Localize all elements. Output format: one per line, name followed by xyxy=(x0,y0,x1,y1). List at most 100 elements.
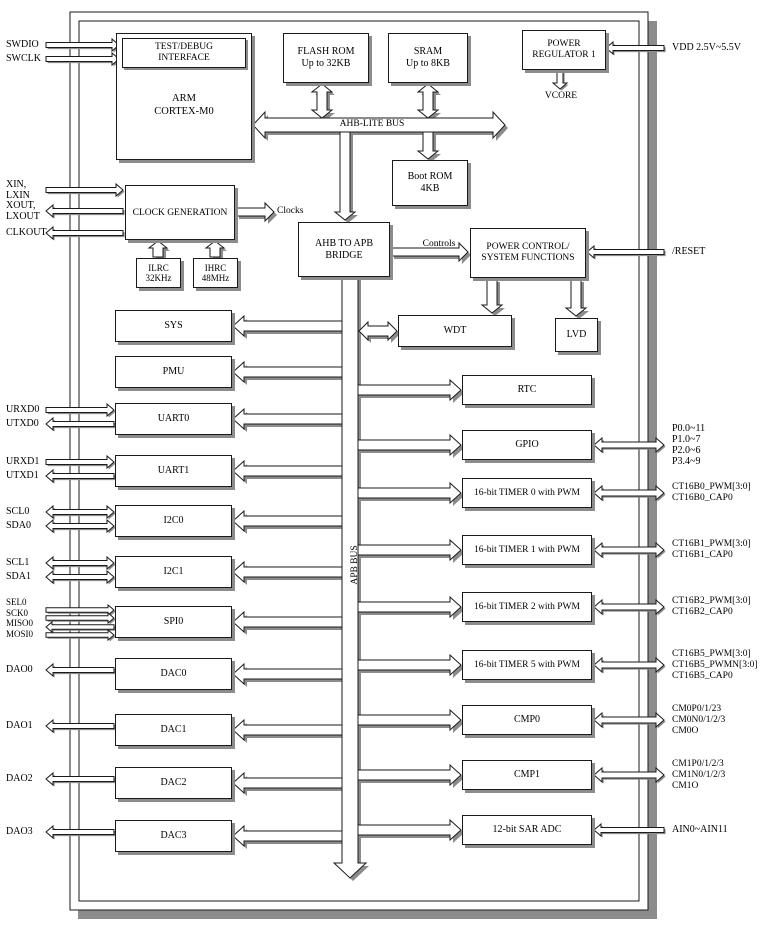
powerctrl-lvd-link xyxy=(564,278,588,317)
block-timer0: 16-bit TIMER 0 with PWM xyxy=(462,478,592,508)
mosi0-pin-arrow xyxy=(45,628,115,642)
apb-dac0-link xyxy=(232,662,350,686)
timer5-pins-arrow xyxy=(593,656,665,674)
block-arm-label: ARM CORTEX-M0 xyxy=(154,93,214,117)
block-boot-rom: Boot ROM 4KB xyxy=(392,160,468,206)
block-timer2: 16-bit TIMER 2 with PWM xyxy=(462,592,592,622)
block-sys: SYS xyxy=(115,310,232,342)
dao1-pin-arrow xyxy=(45,718,115,734)
ihrc-clock-link xyxy=(204,240,226,258)
pin-label-spi0: SEL0 SCK0 MISO0 MOSI0 xyxy=(6,597,34,639)
block-timer1: 16-bit TIMER 1 with PWM xyxy=(462,535,592,565)
apb-bus xyxy=(332,276,368,879)
block-dac2: DAC2 xyxy=(115,767,232,799)
ilrc-clock-link xyxy=(147,240,169,258)
pin-label-ct16b5: CT16B5_PWM[3:0] CT16B5_PWMN[3:0] CT16B5_… xyxy=(672,649,758,681)
apb-gpio-link xyxy=(350,433,462,457)
pin-label-clkout: CLKOUT xyxy=(6,227,47,238)
block-spi0: SPI0 xyxy=(115,606,232,638)
ahb-lite-bus xyxy=(252,110,506,140)
block-ihrc: IHRC 48MHz xyxy=(193,258,238,288)
swclk-pin-arrow xyxy=(45,51,120,67)
sda1-pin-arrow xyxy=(45,569,115,585)
apb-rtc-link xyxy=(350,378,462,402)
pin-label-swdio: SWDIO xyxy=(6,39,39,50)
timer1-pins-arrow xyxy=(593,541,665,559)
pin-label-ct16b2: CT16B2_PWM[3:0] CT16B2_CAP0 xyxy=(672,596,751,617)
pin-label-i2c1: SCL1 SDA1 xyxy=(6,557,32,582)
pin-label-ct16b0: CT16B0_PWM[3:0] CT16B0_CAP0 xyxy=(672,482,751,503)
block-ilrc: ILRC 32KHz xyxy=(136,258,181,288)
cmp0-pins-arrow xyxy=(593,711,665,729)
block-test-debug-interface: TEST/DEBUG INTERFACE xyxy=(122,38,246,68)
block-wdt: WDT xyxy=(398,315,512,347)
pin-label-uart1: URXD1 UTXD1 xyxy=(6,456,40,481)
block-cmp0: CMP0 xyxy=(462,705,592,735)
timer2-pins-arrow xyxy=(593,598,665,616)
block-gpio: GPIO xyxy=(462,430,592,460)
powerctrl-wdt-link xyxy=(480,278,504,314)
clocks-arrow xyxy=(235,201,275,223)
apb-cmp1-link xyxy=(350,763,462,787)
vcore-arrow xyxy=(551,69,569,90)
sck0-pin-arrow xyxy=(45,611,115,625)
miso0-pin-arrow xyxy=(45,620,115,634)
apb-cmp0-link xyxy=(350,708,462,732)
controls-arrow xyxy=(390,241,469,263)
block-uart0: UART0 xyxy=(115,403,232,435)
apb-dac3-link xyxy=(232,824,350,848)
utxd0-pin-arrow xyxy=(45,416,115,432)
ahb-bootrom-link xyxy=(416,131,440,160)
apb-sys-link xyxy=(232,314,350,338)
apb-timer0-link xyxy=(350,481,462,505)
sda0-pin-arrow xyxy=(45,518,115,534)
adc-pins-arrow xyxy=(593,822,665,838)
pin-label-gpio-ports: P0.0~11 P1.0~7 P2.0~6 P3.4~9 xyxy=(672,423,706,467)
block-dac3: DAC3 xyxy=(115,820,232,852)
pin-label-cmp1: CM1P0/1/2/3 CM1N0/1/2/3 CM1O xyxy=(672,759,726,791)
scl1-pin-arrow xyxy=(45,555,115,571)
block-arm-cortex-m0: TEST/DEBUG INTERFACE ARM CORTEX-M0 xyxy=(116,33,252,160)
apb-i2c1-link xyxy=(232,560,350,584)
block-lvd: LVD xyxy=(555,318,598,352)
swdio-pin-arrow xyxy=(45,37,120,53)
pin-label-xin-lxin: XIN, LXIN xyxy=(6,179,30,201)
apb-spi0-link xyxy=(232,610,350,634)
block-clock-generation: CLOCK GENERATION xyxy=(125,185,235,240)
pin-label-cmp0: CM0P0/1/23 CM0N0/1/2/3 CM0O xyxy=(672,704,726,736)
apb-uart1-link xyxy=(232,459,350,483)
urxd1-pin-arrow xyxy=(45,454,115,470)
apb-bus-label: APB BUS xyxy=(350,545,360,585)
pin-label-xout-lxout: XOUT, LXOUT xyxy=(6,200,40,222)
block-flash-rom: FLASH ROM Up to 32KB xyxy=(283,33,369,83)
pin-label-uart0: URXD0 UTXD0 xyxy=(6,404,40,429)
ahb-bus-label: AHB-LITE BUS xyxy=(339,119,405,129)
block-rtc: RTC xyxy=(462,375,592,405)
clocks-label: Clocks xyxy=(277,206,304,216)
block-adc: 12-bit SAR ADC xyxy=(462,815,592,845)
ahb-bridge-link xyxy=(333,131,357,221)
pin-label-reset: /RESET xyxy=(672,246,706,257)
block-uart1: UART1 xyxy=(115,455,232,487)
block-cmp1: CMP1 xyxy=(462,760,592,790)
dao3-pin-arrow xyxy=(45,824,115,840)
pin-label-ct16b1: CT16B1_PWM[3:0] CT16B1_CAP0 xyxy=(672,539,751,560)
pin-label-i2c0: SCL0 SDA0 xyxy=(6,506,32,531)
apb-timer1-link xyxy=(350,538,462,562)
controls-label: Controls xyxy=(422,239,456,249)
apb-timer5-link xyxy=(350,653,462,677)
pin-label-dao0: DAO0 xyxy=(6,664,33,675)
apb-adc-link xyxy=(350,818,462,842)
apb-pmu-link xyxy=(232,360,350,384)
connectors-layer xyxy=(45,37,666,881)
block-sram: SRAM Up to 8KB xyxy=(388,33,468,83)
vcore-label: VCORE xyxy=(544,91,578,101)
dao2-pin-arrow xyxy=(45,771,115,787)
apb-dac2-link xyxy=(232,771,350,795)
pin-label-ain: AIN0~AIN11 xyxy=(672,824,728,835)
block-power-regulator: POWER REGULATOR 1 xyxy=(522,30,606,70)
block-i2c1: I2C1 xyxy=(115,556,232,588)
block-dac1: DAC1 xyxy=(115,714,232,746)
